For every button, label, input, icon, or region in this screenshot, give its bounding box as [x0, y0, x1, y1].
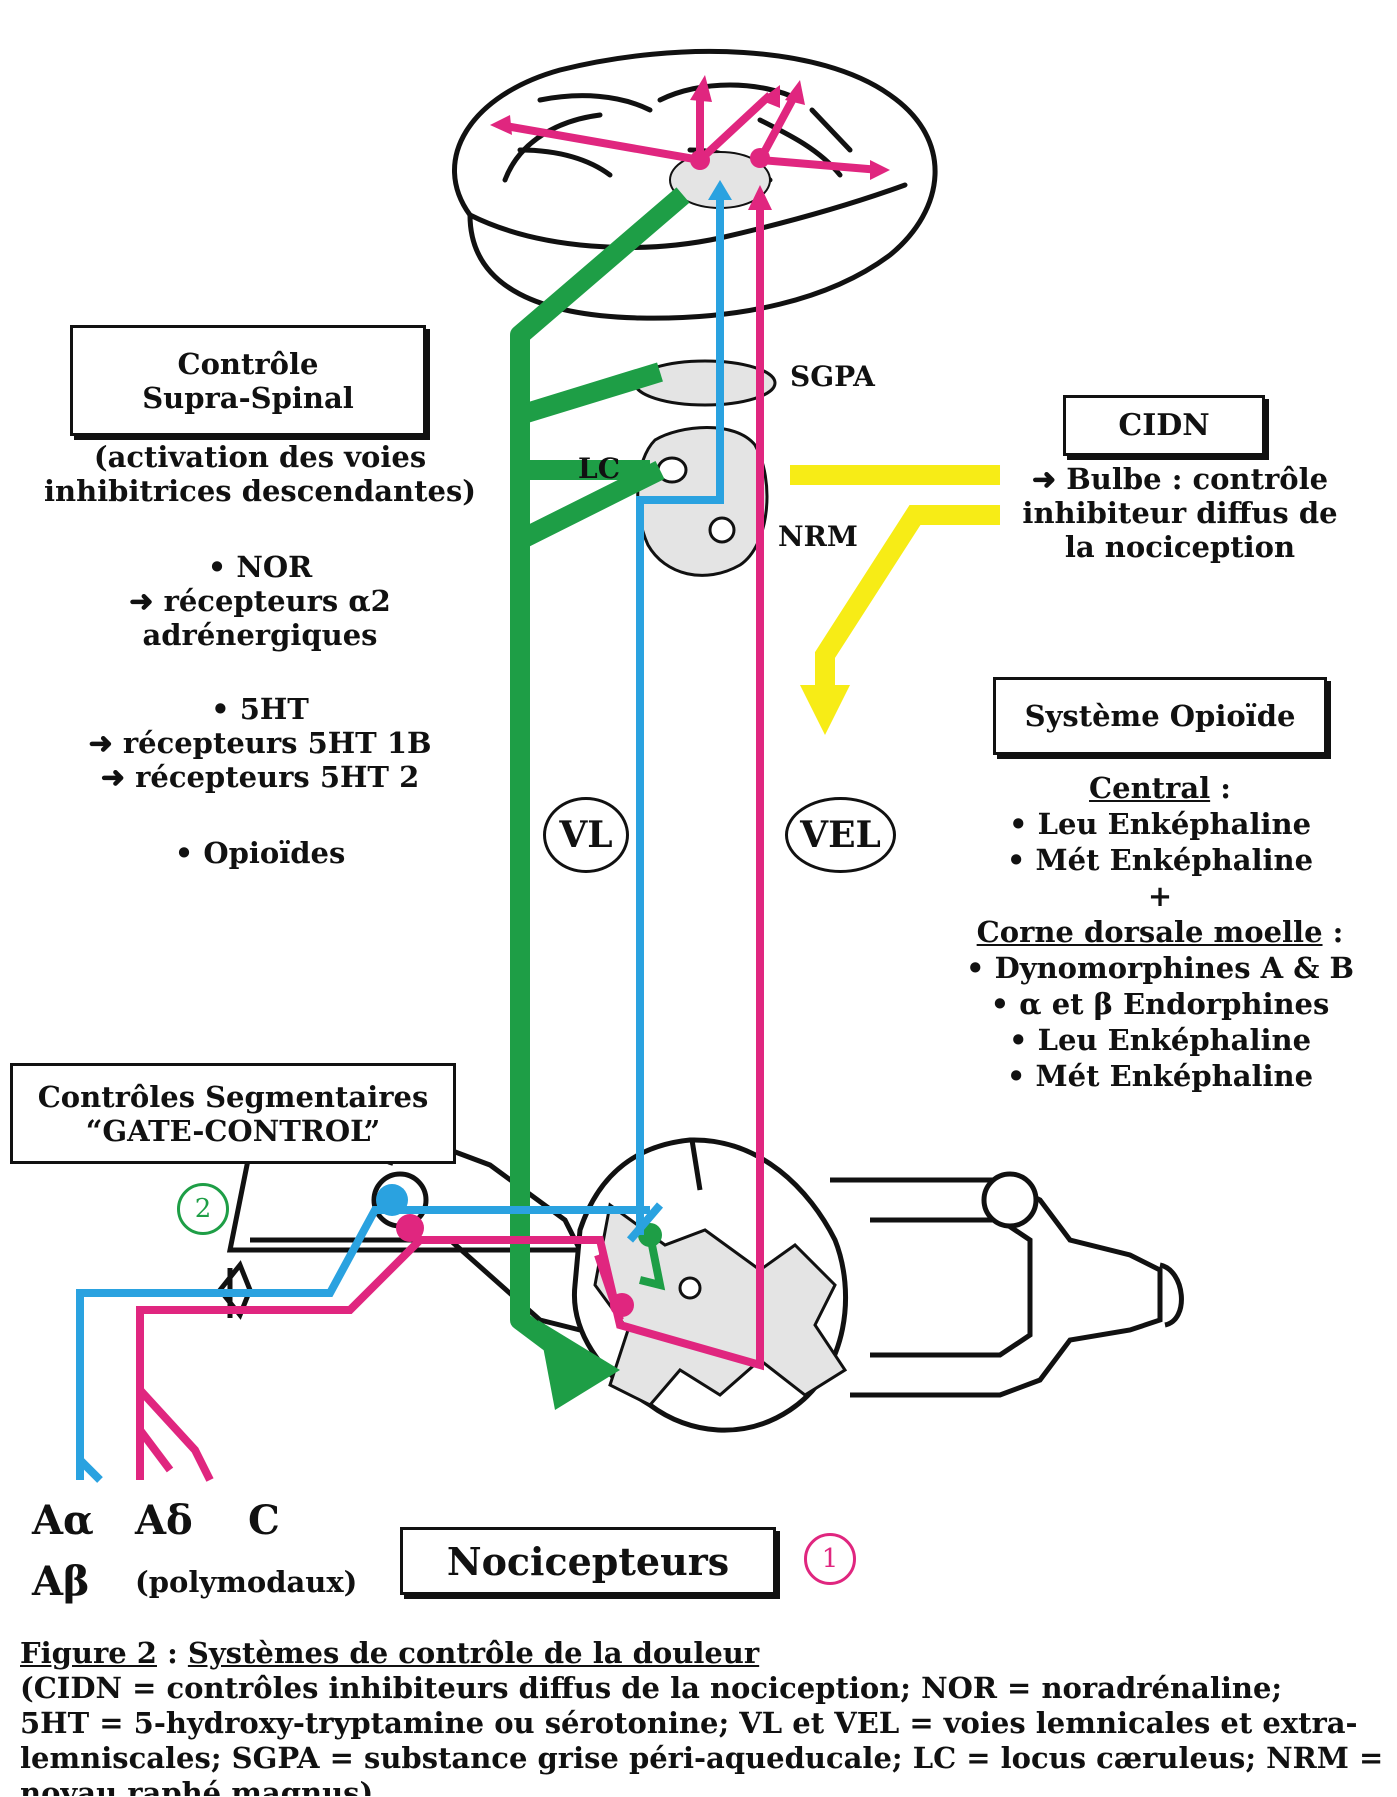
caption-line4: noyau raphé magnus) [20, 1776, 374, 1796]
sht-line3: ➜ récepteurs 5HT 2 [100, 760, 420, 795]
opioid-dorsal-2: • α et β Endorphines [990, 987, 1330, 1021]
cidn-box: CIDN [1063, 395, 1265, 456]
opioid-central-1: • Leu Enképhaline [1008, 807, 1312, 841]
sht-line2: ➜ récepteurs 5HT 1B [88, 726, 432, 761]
magenta-pathway [136, 92, 881, 1482]
opioid-central-colon: : [1210, 771, 1231, 805]
blue-terminal [376, 1184, 408, 1216]
nocicepteurs-box: Nocicepteurs [400, 1527, 776, 1595]
opioid-title: Système Opioïde [1024, 699, 1296, 733]
caption-heading: Figure 2 : Systèmes de contrôle de la do… [20, 1636, 1390, 1671]
vel-label: VEL [800, 814, 881, 856]
fiber-a-delta: Aδ [135, 1497, 193, 1544]
opioid-dorsal: Corne dorsale moelle [976, 915, 1323, 949]
supra-spinal-line2: Supra-Spinal [142, 380, 354, 415]
number-two-badge: 2 [177, 1183, 229, 1235]
opioid-central: Central [1089, 771, 1211, 805]
magenta-arrowheads [490, 75, 890, 210]
fiber-a-alpha: Aα [32, 1497, 94, 1544]
opioid-dorsal-4: • Mét Enképhaline [1006, 1059, 1314, 1093]
caption-line1: (CIDN = contrôles inhibiteurs diffus de … [20, 1671, 1283, 1705]
opioid-plus: + [1147, 879, 1173, 913]
segmentaires-line2: “GATE-CONTROL” [85, 1113, 381, 1148]
nocicepteurs-label: Nocicepteurs [446, 1538, 730, 1584]
cidn-line2: inhibiteur diffus de [1022, 496, 1338, 531]
opioid-central-heading: Central : [940, 770, 1380, 806]
opioid-central-2: • Mét Enképhaline [1006, 843, 1314, 877]
supra-spinal-line1: Contrôle [177, 346, 319, 381]
number-one-badge: 1 [804, 1533, 856, 1585]
yellow-arrowhead [800, 685, 850, 735]
activation-line2: inhibitrices descendantes) [43, 474, 476, 509]
nor-line1: • NOR [207, 550, 313, 584]
cidn-line1: ➜ Bulbe : contrôle [1015, 462, 1345, 496]
cidn-line1-text: ➜ Bulbe : contrôle [1031, 462, 1329, 496]
caption-title: Systèmes de contrôle de la douleur [187, 1636, 760, 1670]
green-arrowhead [538, 1320, 620, 1410]
vl-circle: VL [543, 797, 629, 873]
vl-label: VL [559, 814, 613, 856]
green-synapse [639, 1234, 666, 1291]
magenta-node-2 [750, 148, 770, 168]
green-pathway [510, 187, 690, 1358]
opioid-dorsal-heading: Corne dorsale moelle : [940, 914, 1380, 950]
cidn-line3: la nociception [1064, 530, 1296, 565]
cidn-text: ➜ Bulbe : contrôle inhibiteur diffus de … [1015, 462, 1345, 565]
magenta-terminal-center [610, 1293, 634, 1317]
segmentaires-box: Contrôles Segmentaires “GATE-CONTROL” [10, 1063, 456, 1164]
opioid-dorsal-1: • Dynomorphines A & B [965, 951, 1355, 985]
nrm-label: NRM [778, 520, 858, 553]
cidn-title: CIDN [1118, 408, 1210, 443]
lc-label: LC [578, 452, 620, 485]
number-two: 2 [194, 1194, 212, 1224]
caption-fig: Figure 2 [20, 1636, 157, 1670]
yellow-cidn-arrow [790, 465, 1000, 690]
nor-line2: ➜ récepteurs α2 [129, 584, 391, 619]
polymodaux-label: (polymodaux) [135, 1565, 358, 1599]
caption-line2: 5HT = 5-hydroxy-tryptamine ou sérotonine… [20, 1706, 1358, 1740]
nor-text: • NOR ➜ récepteurs α2 adrénergiques [40, 550, 480, 653]
caption-line3: lemniscales; SGPA = substance grise péri… [20, 1741, 1384, 1775]
activation-text: (activation des voies inhibitrices desce… [40, 440, 480, 508]
sht-line1: • 5HT [211, 692, 309, 726]
blue-arrowhead [708, 180, 732, 200]
magenta-terminal-left [396, 1214, 424, 1242]
opioid-dorsal-colon: : [1322, 915, 1344, 949]
nor-line3: adrénergiques [142, 618, 378, 653]
activation-line1: (activation des voies [93, 440, 427, 474]
figure-caption: Figure 2 : Systèmes de contrôle de la do… [20, 1636, 1390, 1796]
blue-pathway [76, 195, 724, 1483]
central-canal [678, 1276, 702, 1300]
number-one: 1 [821, 1544, 839, 1574]
opioid-box: Système Opioïde [993, 677, 1327, 755]
nrm-circle [708, 516, 736, 544]
supra-spinal-box: Contrôle Supra-Spinal [70, 325, 426, 436]
sgpa-label: SGPA [790, 360, 875, 393]
segmentaires-line1: Contrôles Segmentaires [37, 1079, 429, 1114]
caption-sep: : [156, 1636, 188, 1670]
opioid-dorsal-3: • Leu Enképhaline [1008, 1023, 1312, 1057]
magenta-node-1 [690, 150, 710, 170]
vel-circle: VEL [785, 797, 896, 873]
opioid-list: Central : • Leu Enképhaline • Mét Enképh… [940, 770, 1380, 1094]
fiber-a-beta: Aβ [32, 1558, 90, 1605]
sht-text: • 5HT ➜ récepteurs 5HT 1B ➜ récepteurs 5… [40, 692, 480, 795]
fiber-c: C [248, 1497, 280, 1544]
opioides-text: • Opioïdes [174, 836, 346, 870]
